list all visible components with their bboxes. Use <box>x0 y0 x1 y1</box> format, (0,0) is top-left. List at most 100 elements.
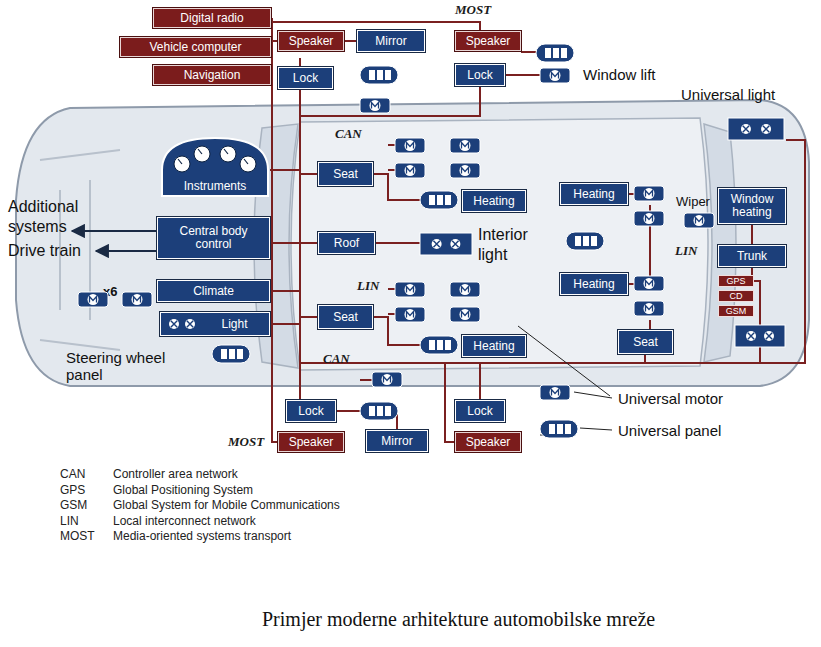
box-text: Roof <box>334 237 359 250</box>
box-text: Speaker <box>466 35 511 48</box>
bus-name: MOST <box>455 2 491 18</box>
box-text: Lock <box>467 405 492 418</box>
box-text: Speaker <box>289 436 334 449</box>
arrow-additional-systems <box>72 230 156 232</box>
control-box: Mirror <box>357 30 425 52</box>
bus-name: CAN <box>323 351 350 367</box>
legend-abbreviation: LIN <box>60 514 79 528</box>
media-box: GPS <box>718 275 754 287</box>
motor-icon <box>450 282 480 297</box>
bus-name: LIN <box>357 278 379 294</box>
motor-icon <box>450 307 480 322</box>
bus-name: LIN <box>675 243 697 259</box>
box-text: Mirror <box>375 35 406 48</box>
count-label: x6 <box>103 284 117 299</box>
motor-icon <box>395 163 425 178</box>
panel-icon <box>420 336 458 354</box>
leader-line <box>518 326 612 435</box>
panel-icon <box>566 232 604 250</box>
legend-abbreviation: MOST <box>60 529 95 543</box>
bus-name: CAN <box>335 126 362 142</box>
bus-connector <box>751 224 753 245</box>
callout-label: Universal panel <box>618 422 721 439</box>
panel-icon <box>360 66 398 84</box>
box-text: Heating <box>473 195 514 208</box>
motor-icon <box>634 211 664 226</box>
motor-icon <box>450 138 480 153</box>
control-box: Heating <box>462 335 526 357</box>
control-box: Heating <box>560 273 628 295</box>
light-icon <box>735 325 785 347</box>
box-text: Climate <box>193 285 234 298</box>
motor-icon <box>360 98 390 113</box>
box-text: Digital radio <box>180 12 243 25</box>
box-text: Light <box>221 318 247 331</box>
instrument-cluster: Instruments <box>160 136 270 198</box>
box-text: Seat <box>333 311 358 324</box>
panel-icon <box>536 44 574 62</box>
control-box: Trunk <box>718 245 786 267</box>
box-text: Heating <box>473 340 514 353</box>
media-box: GSM <box>718 305 754 317</box>
most-box: Speaker <box>455 31 521 51</box>
rear-window <box>704 124 736 362</box>
box-text: Lock <box>293 72 318 85</box>
motor-icon <box>395 307 425 322</box>
control-box: Lock <box>278 67 333 89</box>
box-text: Navigation <box>184 69 241 82</box>
motor-icon <box>395 282 425 297</box>
legend-description: Controller area network <box>113 467 238 481</box>
side-label: Drive train <box>8 241 81 261</box>
most-box: Speaker <box>278 432 344 452</box>
side-label: Additional systems <box>8 197 100 237</box>
most-box: Speaker <box>455 432 521 452</box>
control-box: Lock <box>455 64 505 86</box>
box-text: Speaker <box>466 436 511 449</box>
box-text: Seat <box>333 168 358 181</box>
box-text: Trunk <box>737 250 767 263</box>
legend-description: Media-oriented systems transport <box>113 529 291 543</box>
most-box: Vehicle computer <box>120 37 271 57</box>
box-text: Mirror <box>381 435 412 448</box>
motor-icon <box>540 68 570 83</box>
box-text: Lock <box>298 405 323 418</box>
control-box: Mirror <box>366 430 428 452</box>
box-text: Instruments <box>184 180 247 193</box>
box-text: CD <box>730 292 743 301</box>
control-box: Heating <box>560 183 628 205</box>
control-box: Seat <box>318 162 373 186</box>
control-box: Lock <box>455 400 505 422</box>
bus-name: MOST <box>228 434 264 450</box>
legend-description: Global System for Mobile Communications <box>113 498 340 512</box>
most-box: Navigation <box>153 65 271 85</box>
box-text: GSM <box>726 307 747 316</box>
legend-abbreviation: GSM <box>60 498 87 512</box>
control-box: Light <box>160 312 270 336</box>
control-box: Window heating <box>718 188 786 224</box>
arrow-drive-train <box>96 250 156 252</box>
motor-icon <box>450 163 480 178</box>
motor-icon <box>372 372 402 387</box>
light-icon <box>420 233 472 255</box>
control-box: Seat <box>318 305 373 329</box>
cabin <box>291 118 708 370</box>
light-icon <box>728 118 784 140</box>
callout-label: Interior light <box>478 225 538 265</box>
callout-label: Window lift <box>583 66 656 83</box>
legend-description: Global Positioning System <box>113 483 253 497</box>
panel-icon <box>420 191 458 209</box>
caption: Primjer moderne arhitekture automobilske… <box>262 608 655 631</box>
motor-icon <box>395 138 425 153</box>
box-text: Lock <box>467 69 492 82</box>
most-box: Digital radio <box>153 8 271 28</box>
control-box: Heating <box>462 190 526 212</box>
legend-description: Local interconnect network <box>113 514 256 528</box>
most-box: Speaker <box>278 31 344 51</box>
motor-icon <box>634 276 664 291</box>
car-body <box>16 100 809 386</box>
control-box: Climate <box>157 280 270 302</box>
wires <box>270 18 805 442</box>
callout-label: Universal light <box>681 86 775 103</box>
motor-icon <box>634 301 664 316</box>
motor-icon <box>634 186 664 201</box>
